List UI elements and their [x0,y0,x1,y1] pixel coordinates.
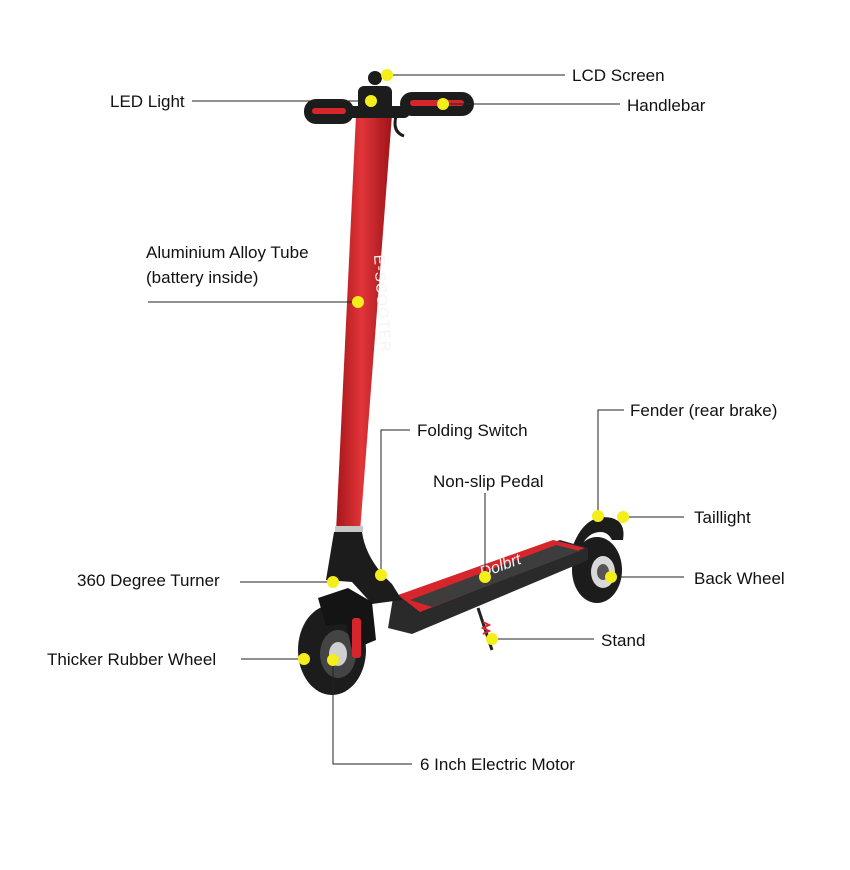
callout-labels: LCD Screen LED Light Handlebar Aluminium… [47,66,785,774]
label-alloy-tube-line1: Aluminium Alloy Tube [146,243,309,262]
scooter-illustration: Dolbrt E-SCOOTER [298,71,624,695]
marker-lcd-screen[interactable] [381,69,393,81]
leader-lines [148,74,684,765]
marker-rubber-wheel[interactable] [298,653,310,665]
stem-text: E-SCOOTER [370,254,394,353]
marker-led-light[interactable] [365,95,377,107]
rear-fender [572,517,624,552]
marker-dots [298,69,629,666]
front-fork [318,588,376,650]
label-motor: 6 Inch Electric Motor [420,755,575,774]
label-non-slip-pedal: Non-slip Pedal [433,472,544,491]
label-rubber-wheel: Thicker Rubber Wheel [47,650,216,669]
label-back-wheel: Back Wheel [694,569,785,588]
marker-turner[interactable] [327,576,339,588]
folding-joint [326,532,402,604]
label-led-light: LED Light [110,92,185,111]
marker-non-slip-pedal[interactable] [479,571,491,583]
label-lcd-screen: LCD Screen [572,66,665,85]
marker-motor[interactable] [327,654,339,666]
deck: Dolbrt [388,540,588,634]
label-stand: Stand [601,631,645,650]
label-folding-switch: Folding Switch [417,421,528,440]
marker-stand[interactable] [486,633,498,645]
label-turner: 360 Degree Turner [77,571,220,590]
label-taillight: Taillight [694,508,751,527]
marker-alloy-tube[interactable] [352,296,364,308]
marker-taillight[interactable] [617,511,629,523]
label-alloy-tube-line2: (battery inside) [146,268,258,287]
label-handlebar: Handlebar [627,96,706,115]
label-fender: Fender (rear brake) [630,401,777,420]
front-fork-accent [352,618,361,658]
marker-handlebar[interactable] [437,98,449,110]
marker-folding-switch[interactable] [375,569,387,581]
stem: E-SCOOTER [335,115,394,532]
marker-back-wheel[interactable] [605,571,617,583]
marker-fender[interactable] [592,510,604,522]
